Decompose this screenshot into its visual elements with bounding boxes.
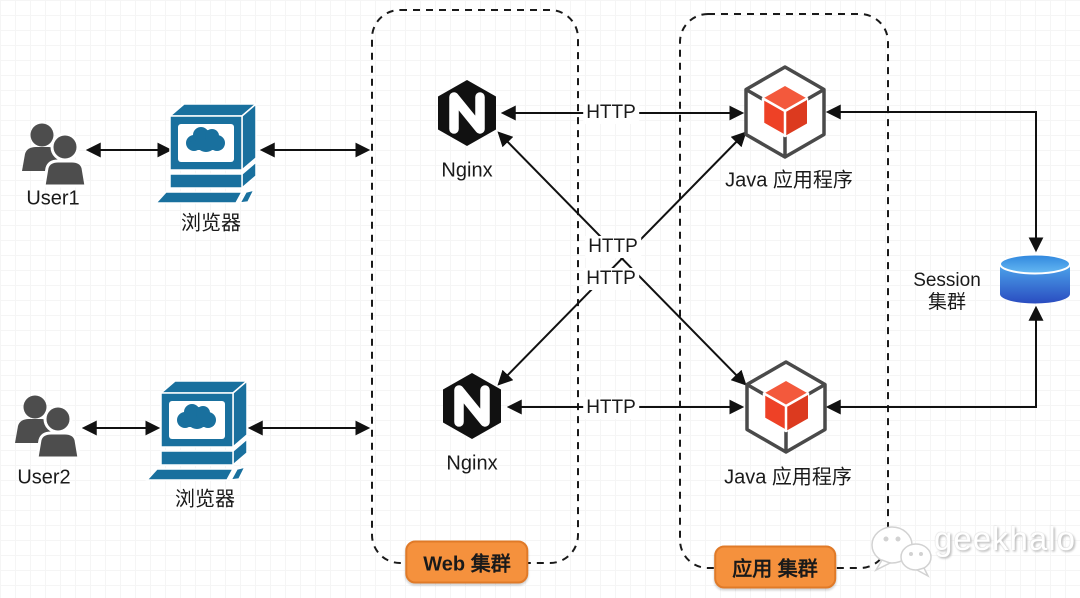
- session-cluster-label-line2: 集群: [927, 292, 967, 313]
- watermark: geekhalo: [866, 520, 1076, 558]
- http-label-bottom: HTTP: [583, 397, 639, 419]
- edge-java2-session: [825, 305, 1044, 415]
- http-label-mid-upper: HTTP: [585, 236, 641, 258]
- browser1-label: 浏览器: [181, 212, 241, 235]
- browser2-label: 浏览器: [175, 488, 235, 511]
- web-cluster-badge: Web 集群: [405, 540, 529, 584]
- edge-nginx2-java1: [497, 131, 747, 386]
- user1-users-icon: [22, 123, 88, 188]
- browser1-icon: [154, 102, 259, 204]
- user1-label: User1: [26, 187, 80, 210]
- nginx1-icon: [438, 80, 496, 146]
- http-label-top: HTTP: [583, 102, 639, 124]
- app-cluster-badge: 应用 集群: [714, 545, 836, 589]
- java1-cube-icon: [744, 65, 826, 159]
- nginx2-icon: [443, 373, 501, 439]
- app-cluster-box: [679, 13, 889, 569]
- nginx1-label: Nginx: [441, 159, 493, 182]
- browser2-icon: [145, 379, 250, 481]
- session-cluster-label-line1: Session: [913, 270, 981, 291]
- edge-java1-session: [825, 104, 1044, 253]
- session-database-icon: [999, 253, 1071, 304]
- nginx2-label: Nginx: [446, 452, 498, 475]
- java1-label: Java 应用程序: [725, 169, 853, 192]
- http-label-mid-lower: HTTP: [583, 268, 639, 290]
- user2-users-icon: [15, 395, 81, 460]
- watermark-text: geekhalo: [934, 520, 1076, 557]
- user2-label: User2: [17, 466, 71, 489]
- geekhalo-logo-icon: [871, 526, 932, 578]
- java2-cube-icon: [745, 360, 827, 454]
- session-cluster-label: Session 集群: [913, 270, 981, 314]
- java2-label: Java 应用程序: [724, 466, 852, 489]
